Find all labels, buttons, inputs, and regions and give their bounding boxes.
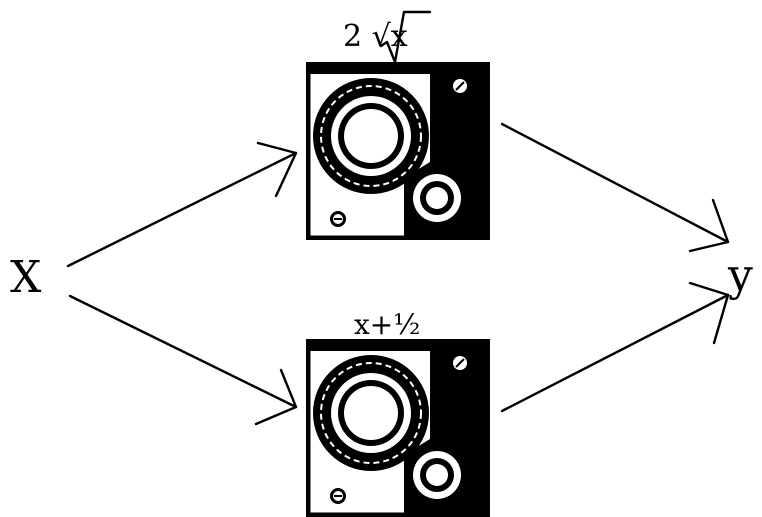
dial-icon <box>413 451 461 499</box>
machine-formula-bottom: x+½ <box>354 311 420 339</box>
dial-icon <box>413 174 461 222</box>
arrow-bottom-machine-to-y <box>502 283 728 411</box>
input-label-x: X <box>10 256 41 300</box>
gear-icon <box>313 355 429 471</box>
screw-icon <box>453 356 467 370</box>
function-machine-bottom <box>306 339 490 517</box>
function-machine-top <box>306 62 490 240</box>
screw-icon <box>453 79 467 93</box>
arrow-x-to-top-machine <box>68 143 296 266</box>
arrow-top-machine-to-y <box>502 124 728 251</box>
arrow-x-to-bottom-machine <box>70 296 296 424</box>
gear-icon <box>313 78 429 194</box>
screw-icon <box>330 211 346 227</box>
output-label-y: y <box>728 254 753 298</box>
machine-formula-top: 2 √x <box>343 22 408 52</box>
screw-icon <box>330 488 346 504</box>
